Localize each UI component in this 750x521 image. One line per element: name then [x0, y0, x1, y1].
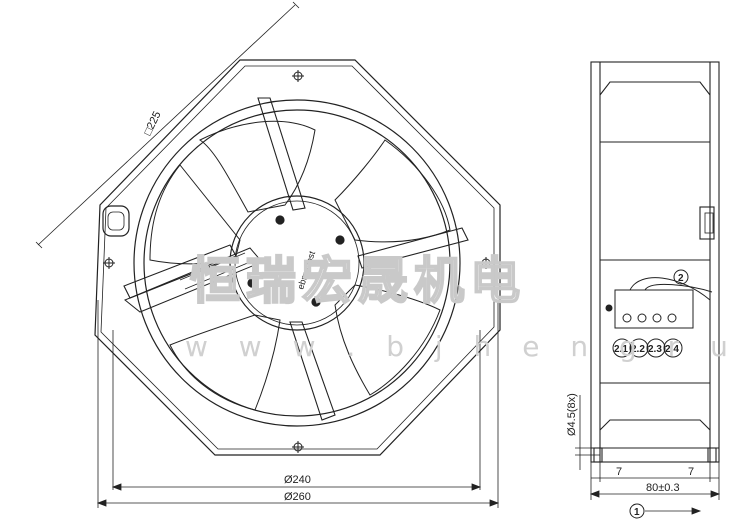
callout-1-label: 1	[634, 507, 640, 518]
watermark-url: w w w . b j h e n g r u i	[185, 330, 750, 363]
mounting-holes	[103, 70, 492, 453]
dim-depth-label: 80±0.3	[646, 482, 680, 494]
terminal-labels: 2.1 2.2 2.3 2.4	[612, 338, 683, 358]
housing-inner-outline	[100, 65, 495, 450]
venturi-inner-ring	[143, 109, 451, 417]
hub-screws	[247, 215, 345, 307]
terminal-2-1: 2.1	[614, 344, 628, 355]
front-view	[94, 59, 501, 456]
callout-2-circle	[673, 269, 689, 285]
support-spokes	[123, 97, 469, 421]
dim-left-label: 7	[616, 466, 622, 478]
callout-2-label: 2	[678, 273, 684, 284]
cable-slot	[102, 205, 130, 237]
dim-inner-label: Ø240	[284, 474, 311, 486]
dim-hole-label: Ø4.5(8x)	[566, 393, 578, 436]
terminal-block	[605, 277, 713, 329]
side-dimensions	[575, 395, 721, 515]
venturi-outer-ring	[133, 99, 461, 427]
fan-blades	[149, 120, 451, 411]
terminal-2-4: 2.4	[665, 344, 679, 355]
side-outline	[590, 61, 720, 463]
terminal-2-2: 2.2	[631, 344, 645, 355]
callout-1-circle	[629, 503, 645, 519]
dim-diagonal-label: □225	[142, 110, 164, 138]
front-dimensions	[35, 1, 500, 508]
watermark-chinese: 恒瑞宏晟机电	[190, 252, 526, 310]
side-view	[590, 61, 720, 463]
dim-right-label: 7	[688, 466, 694, 478]
terminal-2-3: 2.3	[648, 344, 662, 355]
cable-harness	[124, 247, 263, 313]
motor-hub	[229, 195, 365, 331]
dim-outer-label: Ø260	[284, 491, 311, 503]
housing-outline	[94, 59, 501, 456]
